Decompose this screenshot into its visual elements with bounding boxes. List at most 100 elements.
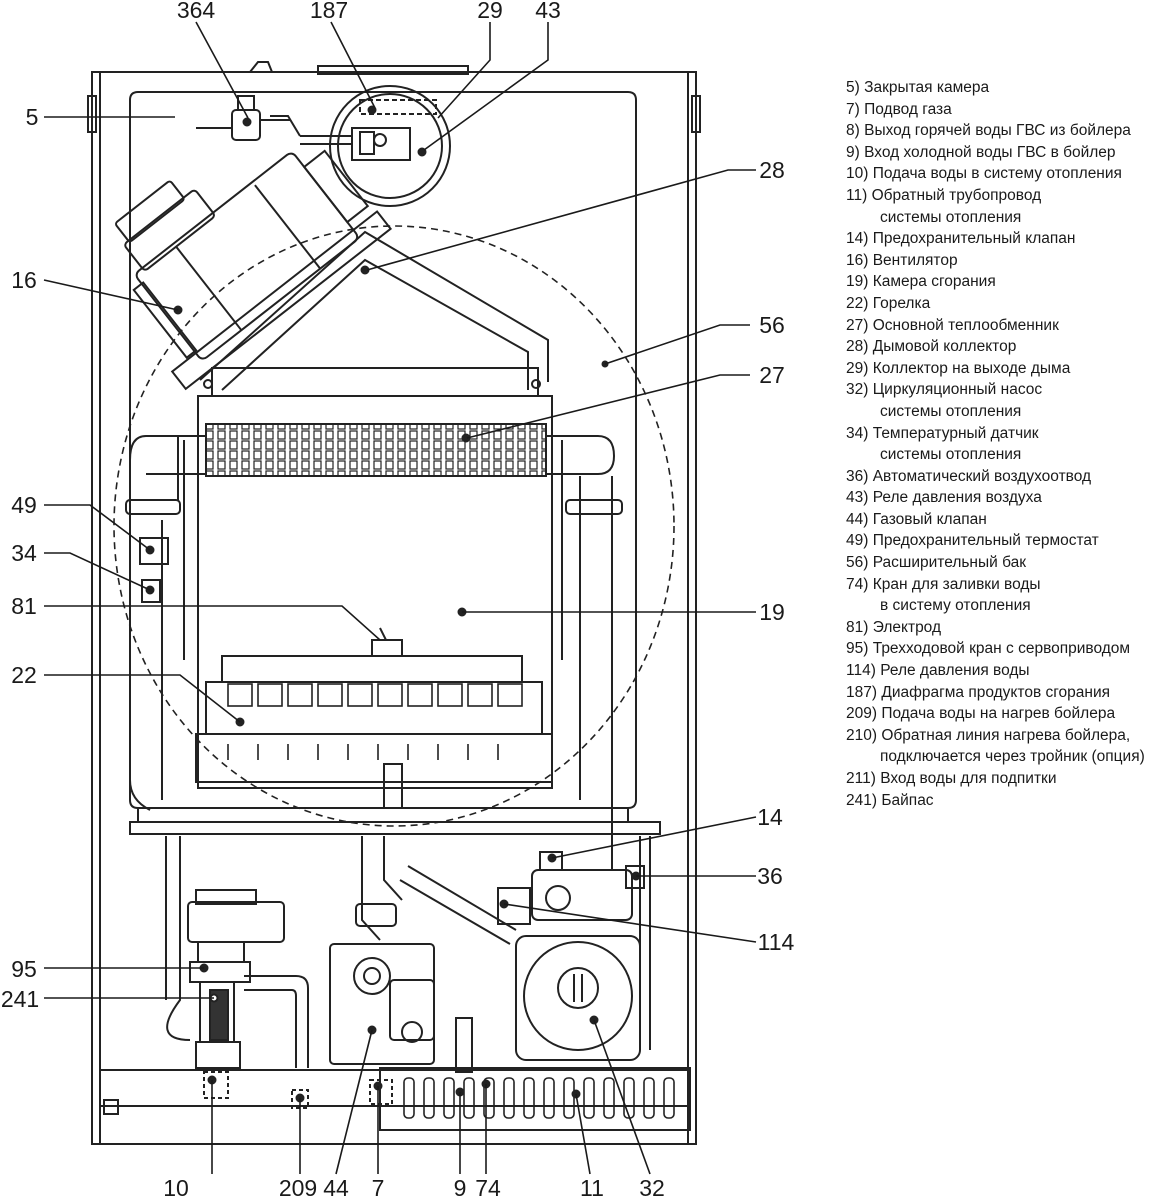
right-pipes bbox=[565, 476, 623, 870]
callout-209: 209 bbox=[279, 1175, 317, 1200]
callout-22: 22 bbox=[11, 662, 37, 688]
legend-item: 10) Подача воды в систему отопления bbox=[846, 163, 1152, 185]
legend-item-number: 210) bbox=[846, 726, 878, 744]
legend-item-text: Реле давления воздуха bbox=[872, 489, 1042, 507]
legend-item: 34) Температурный датчик системы отоплени… bbox=[846, 423, 1152, 466]
legend-item-text: Температурный датчик bbox=[872, 424, 1039, 442]
legend-item-number: 10) bbox=[846, 165, 869, 183]
callout-19: 19 bbox=[759, 599, 785, 625]
legend-item: 44) Газовый клапан bbox=[846, 509, 1152, 531]
legend-item: 27) Основной теплообменник bbox=[846, 315, 1152, 337]
expansion-vessel bbox=[113, 225, 675, 827]
legend-item-text: Подвод газа bbox=[864, 100, 952, 118]
callout-7: 7 bbox=[372, 1175, 385, 1200]
burner bbox=[195, 627, 553, 809]
legend-item-text: Предохранительный клапан bbox=[872, 230, 1076, 248]
callout-36: 36 bbox=[757, 863, 783, 889]
bottom-rail bbox=[99, 1017, 691, 1131]
legend-item-number: 95) bbox=[846, 640, 869, 658]
callout-95: 95 bbox=[11, 956, 37, 982]
legend-item: 56) Расширительный бак bbox=[846, 552, 1152, 574]
legend-item-continuation: системы отопления bbox=[880, 208, 1022, 226]
legend-item-text: Байпас bbox=[881, 791, 934, 809]
sensor-364 bbox=[196, 95, 290, 141]
legend-item: 22) Горелка bbox=[846, 293, 1152, 315]
legend-item-text: Подача воды на нагрев бойлера bbox=[881, 705, 1116, 723]
callout-9: 9 bbox=[454, 1175, 467, 1200]
legend-item-number: 56) bbox=[846, 554, 869, 572]
callout-14: 14 bbox=[757, 804, 783, 830]
legend-item-text: Трехходовой кран с сервоприводом bbox=[872, 640, 1131, 658]
legend-item-text: Расширительный бак bbox=[872, 554, 1027, 572]
legend-item: 19) Камера сгорания bbox=[846, 271, 1152, 293]
legend-item: 211) Вход воды для подпитки bbox=[846, 768, 1152, 790]
legend-item-text: Горелка bbox=[872, 294, 931, 312]
callout-16: 16 bbox=[11, 267, 37, 293]
smoke-collector bbox=[199, 230, 549, 397]
callout-56: 56 bbox=[759, 312, 785, 338]
legend-item: 9) Вход холодной воды ГВС в бойлер bbox=[846, 142, 1152, 164]
legend-item-text: Дымовой коллектор bbox=[872, 338, 1017, 356]
legend-item-number: 29) bbox=[846, 359, 869, 377]
callout-114: 114 bbox=[758, 929, 795, 955]
legend-item-number: 74) bbox=[846, 575, 869, 593]
fan-assembly bbox=[115, 149, 393, 391]
legend-item-number: 32) bbox=[846, 381, 869, 399]
callout-29: 29 bbox=[477, 0, 503, 23]
legend-item-text: Выход горячей воды ГВС из бойлера bbox=[864, 122, 1131, 140]
legend-item-text: Вход холодной воды ГВС в бойлер bbox=[864, 143, 1116, 161]
legend-item-text: Обратный трубопровод bbox=[871, 186, 1042, 204]
legend-item-text: Закрытая камера bbox=[864, 79, 990, 96]
legend-item-continuation: системы отопления bbox=[880, 402, 1022, 420]
legend-item-number: 114) bbox=[846, 662, 876, 680]
legend-item-text: Обратная линия нагрева бойлера, bbox=[881, 726, 1131, 744]
legend-item-number: 8) bbox=[846, 122, 860, 140]
legend-item: 95) Трехходовой кран с сервоприводом bbox=[846, 638, 1152, 660]
legend-item: 49) Предохранительный термостат bbox=[846, 530, 1152, 552]
legend-item: 43) Реле давления воздуха bbox=[846, 487, 1152, 509]
legend-item-number: 22) bbox=[846, 294, 869, 312]
legend-item: 81) Электрод bbox=[846, 617, 1152, 639]
legend-item-number: 44) bbox=[846, 510, 869, 528]
legend-item-number: 241) bbox=[846, 791, 878, 809]
callout-5: 5 bbox=[26, 104, 39, 130]
legend-item: 114) Реле давления воды bbox=[846, 660, 1152, 682]
legend-item: 241) Байпас bbox=[846, 790, 1152, 812]
air-pressure-switch bbox=[270, 85, 451, 207]
sealed-chamber bbox=[129, 91, 661, 835]
legend-item-text: Кран для заливки воды bbox=[872, 575, 1041, 593]
boiler-casing bbox=[87, 61, 701, 1145]
callout-32: 32 bbox=[639, 1175, 665, 1200]
legend-item: 32) Циркуляционный насос системы отоплени… bbox=[846, 379, 1152, 422]
callout-27: 27 bbox=[759, 362, 785, 388]
legend-item-text: Электрод bbox=[872, 618, 942, 636]
legend-item-text: Подача воды в систему отопления bbox=[872, 165, 1122, 183]
legend-item-text: Циркуляционный насос bbox=[872, 381, 1043, 399]
callout-43: 43 bbox=[535, 0, 561, 23]
legend-item-number: 34) bbox=[846, 424, 869, 442]
legend-item-number: 11) bbox=[846, 186, 868, 204]
legend-item-number: 9) bbox=[846, 143, 860, 161]
legend-item-continuation: системы отопления bbox=[880, 446, 1022, 464]
legend-item-number: 43) bbox=[846, 489, 869, 507]
legend-item-text: Газовый клапан bbox=[872, 510, 987, 528]
circulation-pump bbox=[399, 865, 641, 1061]
legend-item: 209) Подача воды на нагрев бойлера bbox=[846, 703, 1152, 725]
legend-item: 29) Коллектор на выходе дыма bbox=[846, 358, 1152, 380]
leader-lines bbox=[43, 21, 757, 1175]
legend-item: 187) Диафрагма продуктов сгорания bbox=[846, 682, 1152, 704]
callout-10: 10 bbox=[163, 1175, 189, 1200]
legend-item-number: 187) bbox=[846, 683, 878, 701]
legend-item-text: Реле давления воды bbox=[880, 662, 1030, 680]
legend-item: 16) Вентилятор bbox=[846, 250, 1152, 272]
callout-34: 34 bbox=[11, 540, 37, 566]
legend-item-number: 28) bbox=[846, 338, 869, 356]
callout-11: 11 bbox=[580, 1175, 604, 1200]
left-pipes bbox=[125, 435, 181, 811]
legend-item-text: Предохранительный термостат bbox=[872, 532, 1099, 550]
legend-item-text: Основной теплообменник bbox=[872, 316, 1059, 334]
legend-item: 36) Автоматический воздухоотвод bbox=[846, 466, 1152, 488]
legend-item: 8) Выход горячей воды ГВС из бойлера bbox=[846, 120, 1152, 142]
legend-item-continuation: в систему отопления bbox=[880, 597, 1031, 615]
